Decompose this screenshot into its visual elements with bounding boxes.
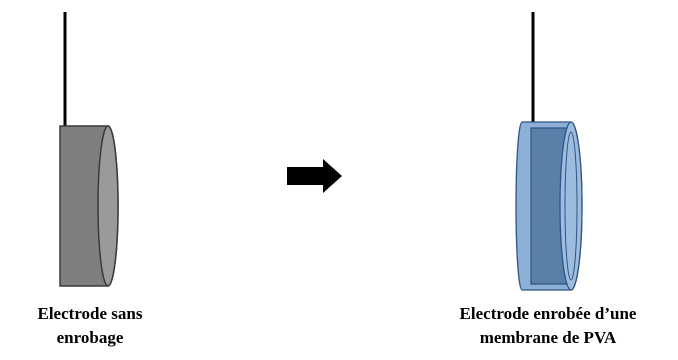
coated-electrode-caption: Electrode enrobée d’une membrane de PVA (418, 302, 678, 350)
uncoated-electrode-caption: Electrode sans enrobage (0, 302, 180, 350)
membrane-face-outer (559, 121, 583, 291)
uncoated-electrode (59, 12, 119, 287)
coated-caption-line2: membrane de PVA (479, 328, 617, 347)
coated-electrode (515, 12, 583, 291)
left-electrode-face (97, 125, 119, 287)
membrane-face-inner (564, 131, 578, 281)
coated-caption-line1: Electrode enrobée d’une (459, 304, 637, 323)
right-arrow-icon (287, 159, 342, 193)
uncoated-caption-line2: enrobage (56, 328, 124, 347)
uncoated-caption-line1: Electrode sans (37, 304, 143, 323)
